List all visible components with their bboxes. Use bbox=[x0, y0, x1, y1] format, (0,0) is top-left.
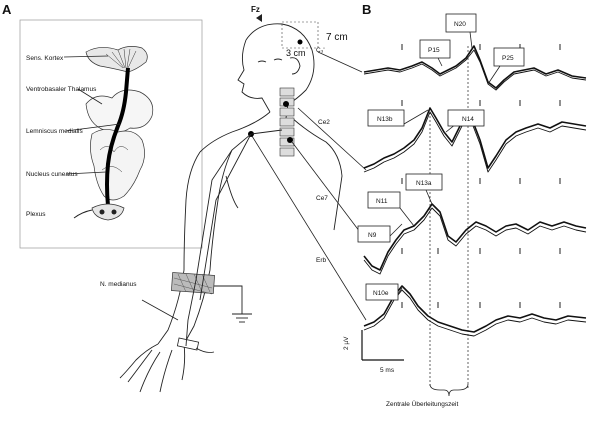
electrode-band bbox=[171, 272, 215, 295]
callout-n9 bbox=[357, 225, 391, 243]
peak-n14: N14 bbox=[462, 116, 474, 123]
panel-label-a: A bbox=[2, 2, 12, 17]
peak-n9: N9 bbox=[368, 232, 377, 239]
trace-ce7 bbox=[363, 203, 587, 275]
leader-lines bbox=[141, 51, 367, 321]
peak-n11: N11 bbox=[376, 198, 388, 205]
brainstem-drawing bbox=[73, 46, 154, 221]
brain-inset-frame bbox=[19, 19, 203, 249]
stimulator-electrode bbox=[176, 337, 215, 353]
label-nerve: N. medianus bbox=[100, 281, 137, 288]
callout-n11 bbox=[367, 191, 401, 209]
label-3cm: 3 cm bbox=[286, 48, 306, 58]
callout-p15 bbox=[419, 39, 451, 59]
label-thalamus: Ventrobasaler Thalamus bbox=[26, 86, 97, 93]
label-plexus: Plexus bbox=[26, 211, 46, 218]
callout-n10e bbox=[365, 283, 399, 301]
trace-c3 bbox=[363, 45, 587, 91]
label-lemniscus: Lemniscus medialis bbox=[26, 128, 83, 135]
callout-p25 bbox=[493, 47, 525, 67]
label-erb: Erb bbox=[316, 257, 327, 264]
label-c3: C₃' bbox=[316, 47, 325, 54]
peak-n13a: N13a bbox=[416, 180, 432, 187]
label-sens-kortex: Sens. Kortex bbox=[26, 55, 64, 62]
label-ce7: Ce7 bbox=[316, 195, 328, 202]
peak-callouts: N20 P15 P25 N13b N14 N13a N11 N9 N10e bbox=[357, 13, 525, 301]
label-conduction-time: Zentrale Überleitungszeit bbox=[386, 400, 458, 408]
spine bbox=[279, 87, 295, 157]
label-fz: Fz bbox=[251, 5, 260, 14]
peak-n13b: N13b bbox=[377, 116, 393, 123]
scale-voltage: 2 µV bbox=[343, 336, 350, 350]
label-ce2: Ce2 bbox=[318, 119, 330, 126]
time-ticks bbox=[401, 44, 561, 308]
peak-p15: P15 bbox=[428, 47, 440, 54]
peak-n20: N20 bbox=[454, 21, 466, 28]
peak-n10e: N10e bbox=[373, 290, 389, 297]
nerve-lines bbox=[185, 129, 283, 347]
callout-n14 bbox=[447, 109, 485, 127]
callout-n20 bbox=[445, 13, 477, 33]
latency-guides bbox=[429, 46, 469, 388]
panel-label-b: B bbox=[362, 2, 371, 17]
human-figure bbox=[119, 23, 343, 393]
callout-n13b bbox=[367, 109, 405, 127]
peak-p25: P25 bbox=[502, 55, 514, 62]
label-nucleus: Nucleus cuneatus bbox=[26, 171, 78, 178]
scale-time: 5 ms bbox=[380, 367, 395, 374]
callout-n13a bbox=[405, 173, 443, 191]
scale-bars bbox=[361, 330, 404, 361]
label-7cm: 7 cm bbox=[326, 32, 348, 43]
conduction-brace bbox=[429, 383, 469, 397]
brain-label-lines bbox=[63, 55, 121, 175]
ground-symbol bbox=[214, 285, 252, 323]
